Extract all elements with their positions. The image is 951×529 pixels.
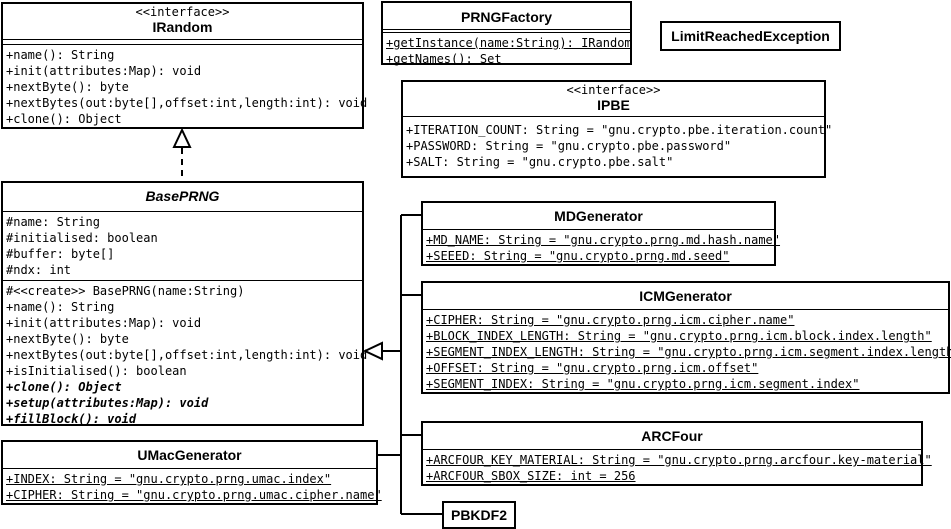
static-attribute: +BLOCK_INDEX_LENGTH: String = "gnu.crypt… xyxy=(426,329,932,343)
operations-section: +getInstance(name:String): IRandom +getN… xyxy=(383,33,632,69)
abstract-operation: +setup(attributes:Map): void xyxy=(6,396,209,410)
attributes-section: +CIPHER: String = "gnu.crypto.prng.icm.c… xyxy=(423,310,951,394)
attributes-section: +ARCFOUR_KEY_MATERIAL: String = "gnu.cry… xyxy=(423,450,932,486)
operation: +nextByte(): byte xyxy=(6,80,129,94)
class-name: IRandom xyxy=(152,19,213,35)
class-arcfour[interactable]: ARCFour +ARCFOUR_KEY_MATERIAL: String = … xyxy=(421,421,932,486)
class-mdgenerator[interactable]: MDGenerator +MD_NAME: String = "gnu.cryp… xyxy=(421,201,781,266)
class-limitreachedexception[interactable]: LimitReachedException xyxy=(660,21,841,51)
class-header: LimitReachedException xyxy=(662,23,839,48)
class-header: UMacGenerator xyxy=(3,442,376,469)
attributes-section: +MD_NAME: String = "gnu.crypto.prng.md.h… xyxy=(423,230,781,266)
static-attribute: +ARCFOUR_KEY_MATERIAL: String = "gnu.cry… xyxy=(426,453,932,467)
class-name: LimitReachedException xyxy=(671,28,830,44)
class-pbkdf2[interactable]: PBKDF2 xyxy=(442,501,516,529)
realization-arrowhead xyxy=(172,127,192,148)
static-attribute: +ARCFOUR_SBOX_SIZE: int = 256 xyxy=(426,469,636,483)
operation: +name(): String xyxy=(6,300,115,314)
class-irandom[interactable]: <<interface>> IRandom +name(): String +i… xyxy=(1,2,368,129)
operation: +init(attributes:Map): void xyxy=(6,316,202,330)
static-attribute: +OFFSET: String = "gnu.crypto.prng.icm.o… xyxy=(426,361,759,375)
operation: +init(attributes:Map): void xyxy=(6,64,202,78)
attribute: +PASSWORD: String = "gnu.crypto.pbe.pass… xyxy=(406,139,732,153)
class-umacgenerator[interactable]: UMacGenerator +INDEX: String = "gnu.cryp… xyxy=(1,440,382,505)
attribute: #initialised: boolean xyxy=(6,231,158,245)
operation: +nextBytes(out:byte[],offset:int,length:… xyxy=(6,348,368,362)
class-header: ICMGenerator xyxy=(423,283,948,310)
attributes-section xyxy=(3,40,362,45)
attribute: #buffer: byte[] xyxy=(6,247,115,261)
static-attribute: +SEEED: String = "gnu.crypto.prng.md.see… xyxy=(426,249,730,263)
abstract-operation: +clone(): Object xyxy=(6,380,122,394)
abstract-operation: +fillBlock(): void xyxy=(6,412,137,426)
class-prngfactory[interactable]: PRNGFactory +getInstance(name:String): I… xyxy=(381,1,632,66)
stereotype-label: <<interface>> xyxy=(135,5,230,19)
static-attribute: +MD_NAME: String = "gnu.crypto.prng.md.h… xyxy=(426,233,781,247)
static-attribute: +CIPHER: String = "gnu.crypto.prng.icm.c… xyxy=(426,313,795,327)
attribute: #name: String xyxy=(6,215,100,229)
static-attribute: +SEGMENT_INDEX: String = "gnu.crypto.prn… xyxy=(426,377,860,391)
class-name: BasePRNG xyxy=(145,188,220,204)
class-ipbe[interactable]: <<interface>> IPBE +ITERATION_COUNT: Str… xyxy=(401,80,833,178)
static-operation: +getNames(): Set xyxy=(386,52,502,66)
attributes-section: +INDEX: String = "gnu.crypto.prng.umac.i… xyxy=(3,469,382,505)
static-attribute: +SEGMENT_INDEX_LENGTH: String = "gnu.cry… xyxy=(426,345,951,359)
attributes-section xyxy=(383,30,630,33)
class-name: IPBE xyxy=(597,97,630,113)
attributes-section: +ITERATION_COUNT: String = "gnu.crypto.p… xyxy=(403,117,833,172)
class-name: UMacGenerator xyxy=(137,447,242,463)
operation: +clone(): Object xyxy=(6,112,122,126)
class-header: MDGenerator xyxy=(423,203,774,230)
class-name: PRNGFactory xyxy=(460,9,553,25)
class-name: ICMGenerator xyxy=(639,288,732,304)
class-name: PBKDF2 xyxy=(450,507,507,523)
stereotype-label: <<interface>> xyxy=(566,83,661,97)
class-header: <<interface>> IPBE xyxy=(403,82,824,117)
class-header: PRNGFactory xyxy=(383,3,630,30)
class-icmgenerator[interactable]: ICMGenerator +CIPHER: String = "gnu.cryp… xyxy=(421,281,951,394)
operation: +nextBytes(out:byte[],offset:int,length:… xyxy=(6,96,368,110)
operation: +isInitialised(): boolean xyxy=(6,364,187,378)
operation: +name(): String xyxy=(6,48,115,62)
attribute: #ndx: int xyxy=(6,263,72,277)
class-name: MDGenerator xyxy=(554,208,643,224)
static-operation: +getInstance(name:String): IRandom xyxy=(386,36,632,50)
attribute: +ITERATION_COUNT: String = "gnu.crypto.p… xyxy=(406,123,833,137)
attribute: +SALT: String = "gnu.crypto.pbe.salt" xyxy=(406,155,674,169)
inheritance-arrowhead xyxy=(362,341,383,361)
class-header: PBKDF2 xyxy=(444,503,514,527)
class-header: BasePRNG xyxy=(3,183,362,212)
static-attribute: +CIPHER: String = "gnu.crypto.prng.umac.… xyxy=(6,488,382,502)
operation: #<<create>> BasePRNG(name:String) xyxy=(6,284,245,298)
attributes-section: #name: String #initialised: boolean #buf… xyxy=(3,212,362,281)
operation: +nextByte(): byte xyxy=(6,332,129,346)
static-attribute: +INDEX: String = "gnu.crypto.prng.umac.i… xyxy=(6,472,332,486)
class-name: ARCFour xyxy=(641,428,703,444)
operations-section: #<<create>> BasePRNG(name:String) +name(… xyxy=(3,281,368,429)
class-baseprng[interactable]: BasePRNG #name: String #initialised: boo… xyxy=(1,181,368,429)
operations-section: +name(): String +init(attributes:Map): v… xyxy=(3,45,368,129)
class-header: ARCFour xyxy=(423,423,921,450)
class-header: <<interface>> IRandom xyxy=(3,4,362,40)
